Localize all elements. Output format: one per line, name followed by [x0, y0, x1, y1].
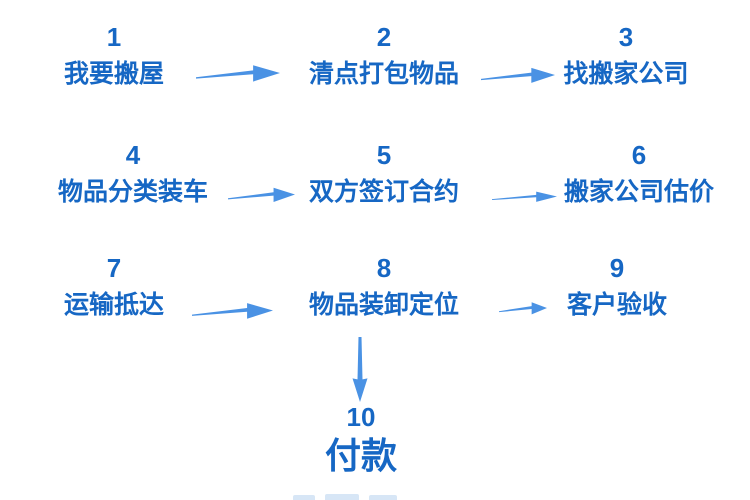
- step-9-label: 客户验收: [566, 291, 667, 319]
- step-6-label: 搬家公司估价: [563, 178, 714, 206]
- cutoff-bottom-element: [293, 494, 405, 500]
- step-8: 8 物品装卸定位: [294, 253, 474, 321]
- arrow-right-icon: [481, 64, 555, 86]
- arrow-right-icon: [192, 299, 273, 322]
- step-5-label: 双方签订合约: [308, 178, 459, 206]
- arrow-down-icon: [349, 337, 371, 402]
- step-1-number: 1: [106, 22, 122, 52]
- step-8-number: 8: [376, 253, 392, 283]
- step-4-number: 4: [125, 140, 141, 170]
- step-9: 9 客户验收: [542, 253, 692, 321]
- step-7: 7 运输抵达: [39, 253, 189, 321]
- arrow-right-icon: [499, 299, 547, 317]
- step-7-label: 运输抵达: [63, 291, 164, 319]
- step-5: 5 双方签订合约: [294, 140, 474, 208]
- arrow-right-icon: [492, 189, 557, 204]
- step-7-number: 7: [106, 253, 122, 283]
- step-4: 4 物品分类装车: [43, 140, 223, 208]
- step-1: 1 我要搬屋: [39, 22, 189, 90]
- step-6-number: 6: [631, 140, 647, 170]
- step-10-label: 付款: [324, 435, 397, 476]
- step-10-number: 10: [346, 402, 376, 432]
- step-2: 2 清点打包物品: [309, 22, 459, 90]
- step-8-label: 物品装卸定位: [308, 291, 459, 319]
- step-9-number: 9: [609, 253, 625, 283]
- step-3-number: 3: [618, 22, 634, 52]
- step-10: 10 付款: [311, 402, 411, 476]
- step-5-number: 5: [376, 140, 392, 170]
- step-3: 3 找搬家公司: [551, 22, 701, 90]
- step-4-label: 物品分类装车: [57, 178, 208, 206]
- step-2-number: 2: [376, 22, 392, 52]
- step-2-label: 清点打包物品: [309, 60, 460, 88]
- step-1-label: 我要搬屋: [63, 60, 164, 88]
- arrow-right-icon: [196, 61, 280, 85]
- step-3-label: 找搬家公司: [563, 60, 689, 88]
- step-6: 6 搬家公司估价: [549, 140, 729, 208]
- arrow-right-icon: [228, 184, 295, 205]
